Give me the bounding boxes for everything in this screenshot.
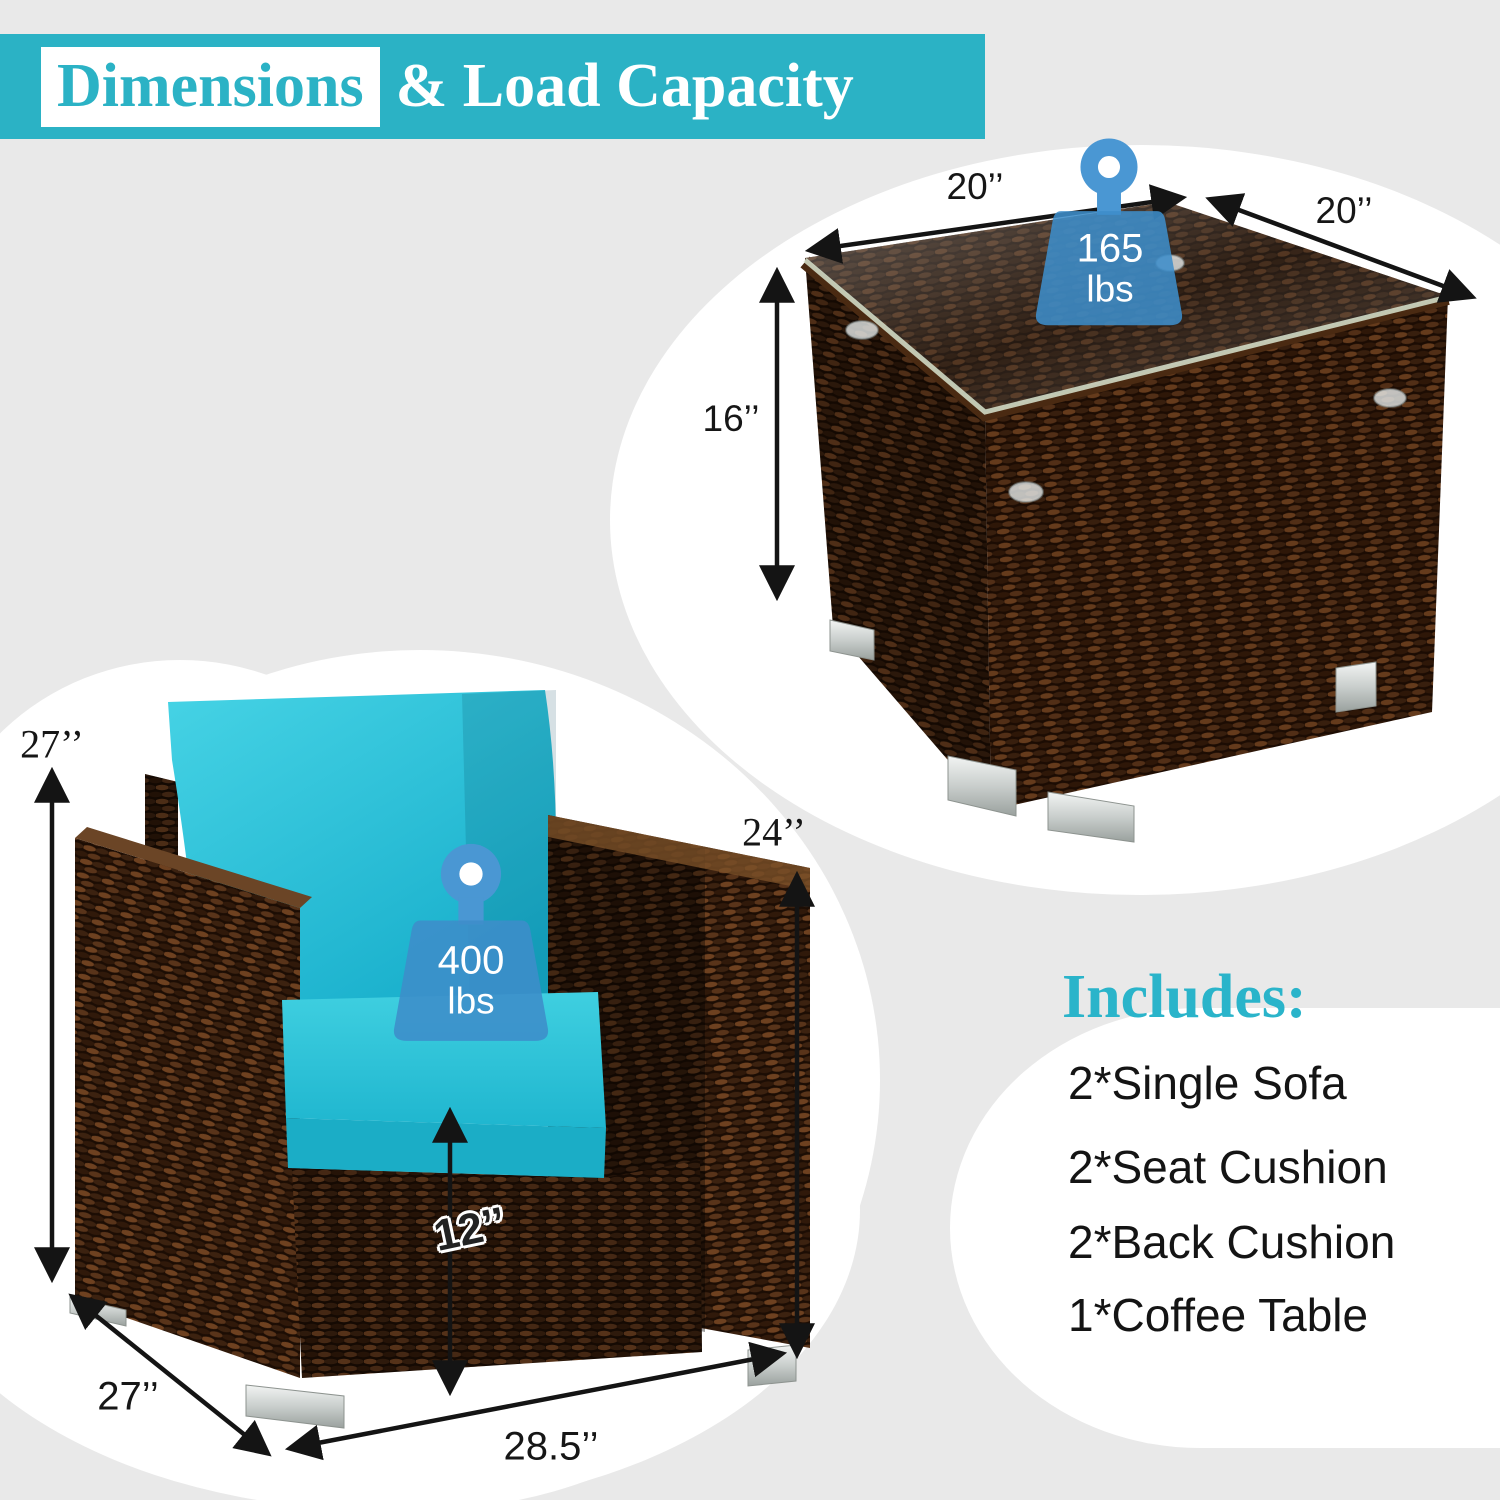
- title-highlight-box: Dimensions: [41, 46, 380, 127]
- table-load-capacity: 165 lbs: [1077, 229, 1144, 308]
- sofa-load-unit: lbs: [447, 980, 495, 1022]
- table-depth-label: 20’’: [1315, 190, 1373, 231]
- sofa-base: [292, 1160, 702, 1378]
- title-highlight-text: Dimensions: [57, 52, 364, 120]
- table-load-unit: lbs: [1086, 268, 1134, 310]
- bg-panel-includes: [950, 1008, 1500, 1448]
- table-right-face: [985, 296, 1448, 810]
- sofa-width-label: 28.5’’: [503, 1424, 599, 1469]
- table-feet: [829, 619, 1377, 843]
- sofa-illustration: [69, 690, 810, 1429]
- sofa-back-height-label: 24’’: [742, 809, 806, 855]
- table-left-face: [805, 258, 991, 810]
- includes-title: Includes:: [1062, 963, 1307, 1031]
- table-height-label: 16’’: [702, 398, 760, 439]
- title-banner: Dimensions & Load Capacity: [0, 34, 985, 139]
- includes-item-seat-cushion: 2*Seat Cushion: [1068, 1141, 1388, 1193]
- sofa-load-value: 400: [437, 938, 505, 983]
- includes-item-back-cushion: 2*Back Cushion: [1068, 1216, 1396, 1268]
- table-width-label: 20’’: [946, 166, 1004, 207]
- arrow-sofa-width: [284, 1341, 788, 1461]
- sofa-load-capacity: 400 lbs: [438, 941, 505, 1020]
- sofa-load-weight-icon: [393, 843, 549, 1041]
- arrow-table-depth: [1205, 193, 1477, 303]
- includes-item-single-sofa: 2*Single Sofa: [1068, 1057, 1347, 1109]
- sofa-depth-label: 27’’: [97, 1374, 159, 1419]
- table-load-weight-icon: [1035, 138, 1183, 326]
- arrow-sofa-depth: [68, 1293, 272, 1457]
- title-rest-text: & Load Capacity: [395, 52, 854, 120]
- glass-edge-highlight: [803, 258, 1449, 415]
- table-load-value: 165: [1076, 226, 1144, 271]
- includes-item-coffee-table: 1*Coffee Table: [1068, 1289, 1369, 1341]
- sofa-left-arm: [75, 838, 300, 1378]
- sofa-height-label: 27’’: [20, 721, 84, 767]
